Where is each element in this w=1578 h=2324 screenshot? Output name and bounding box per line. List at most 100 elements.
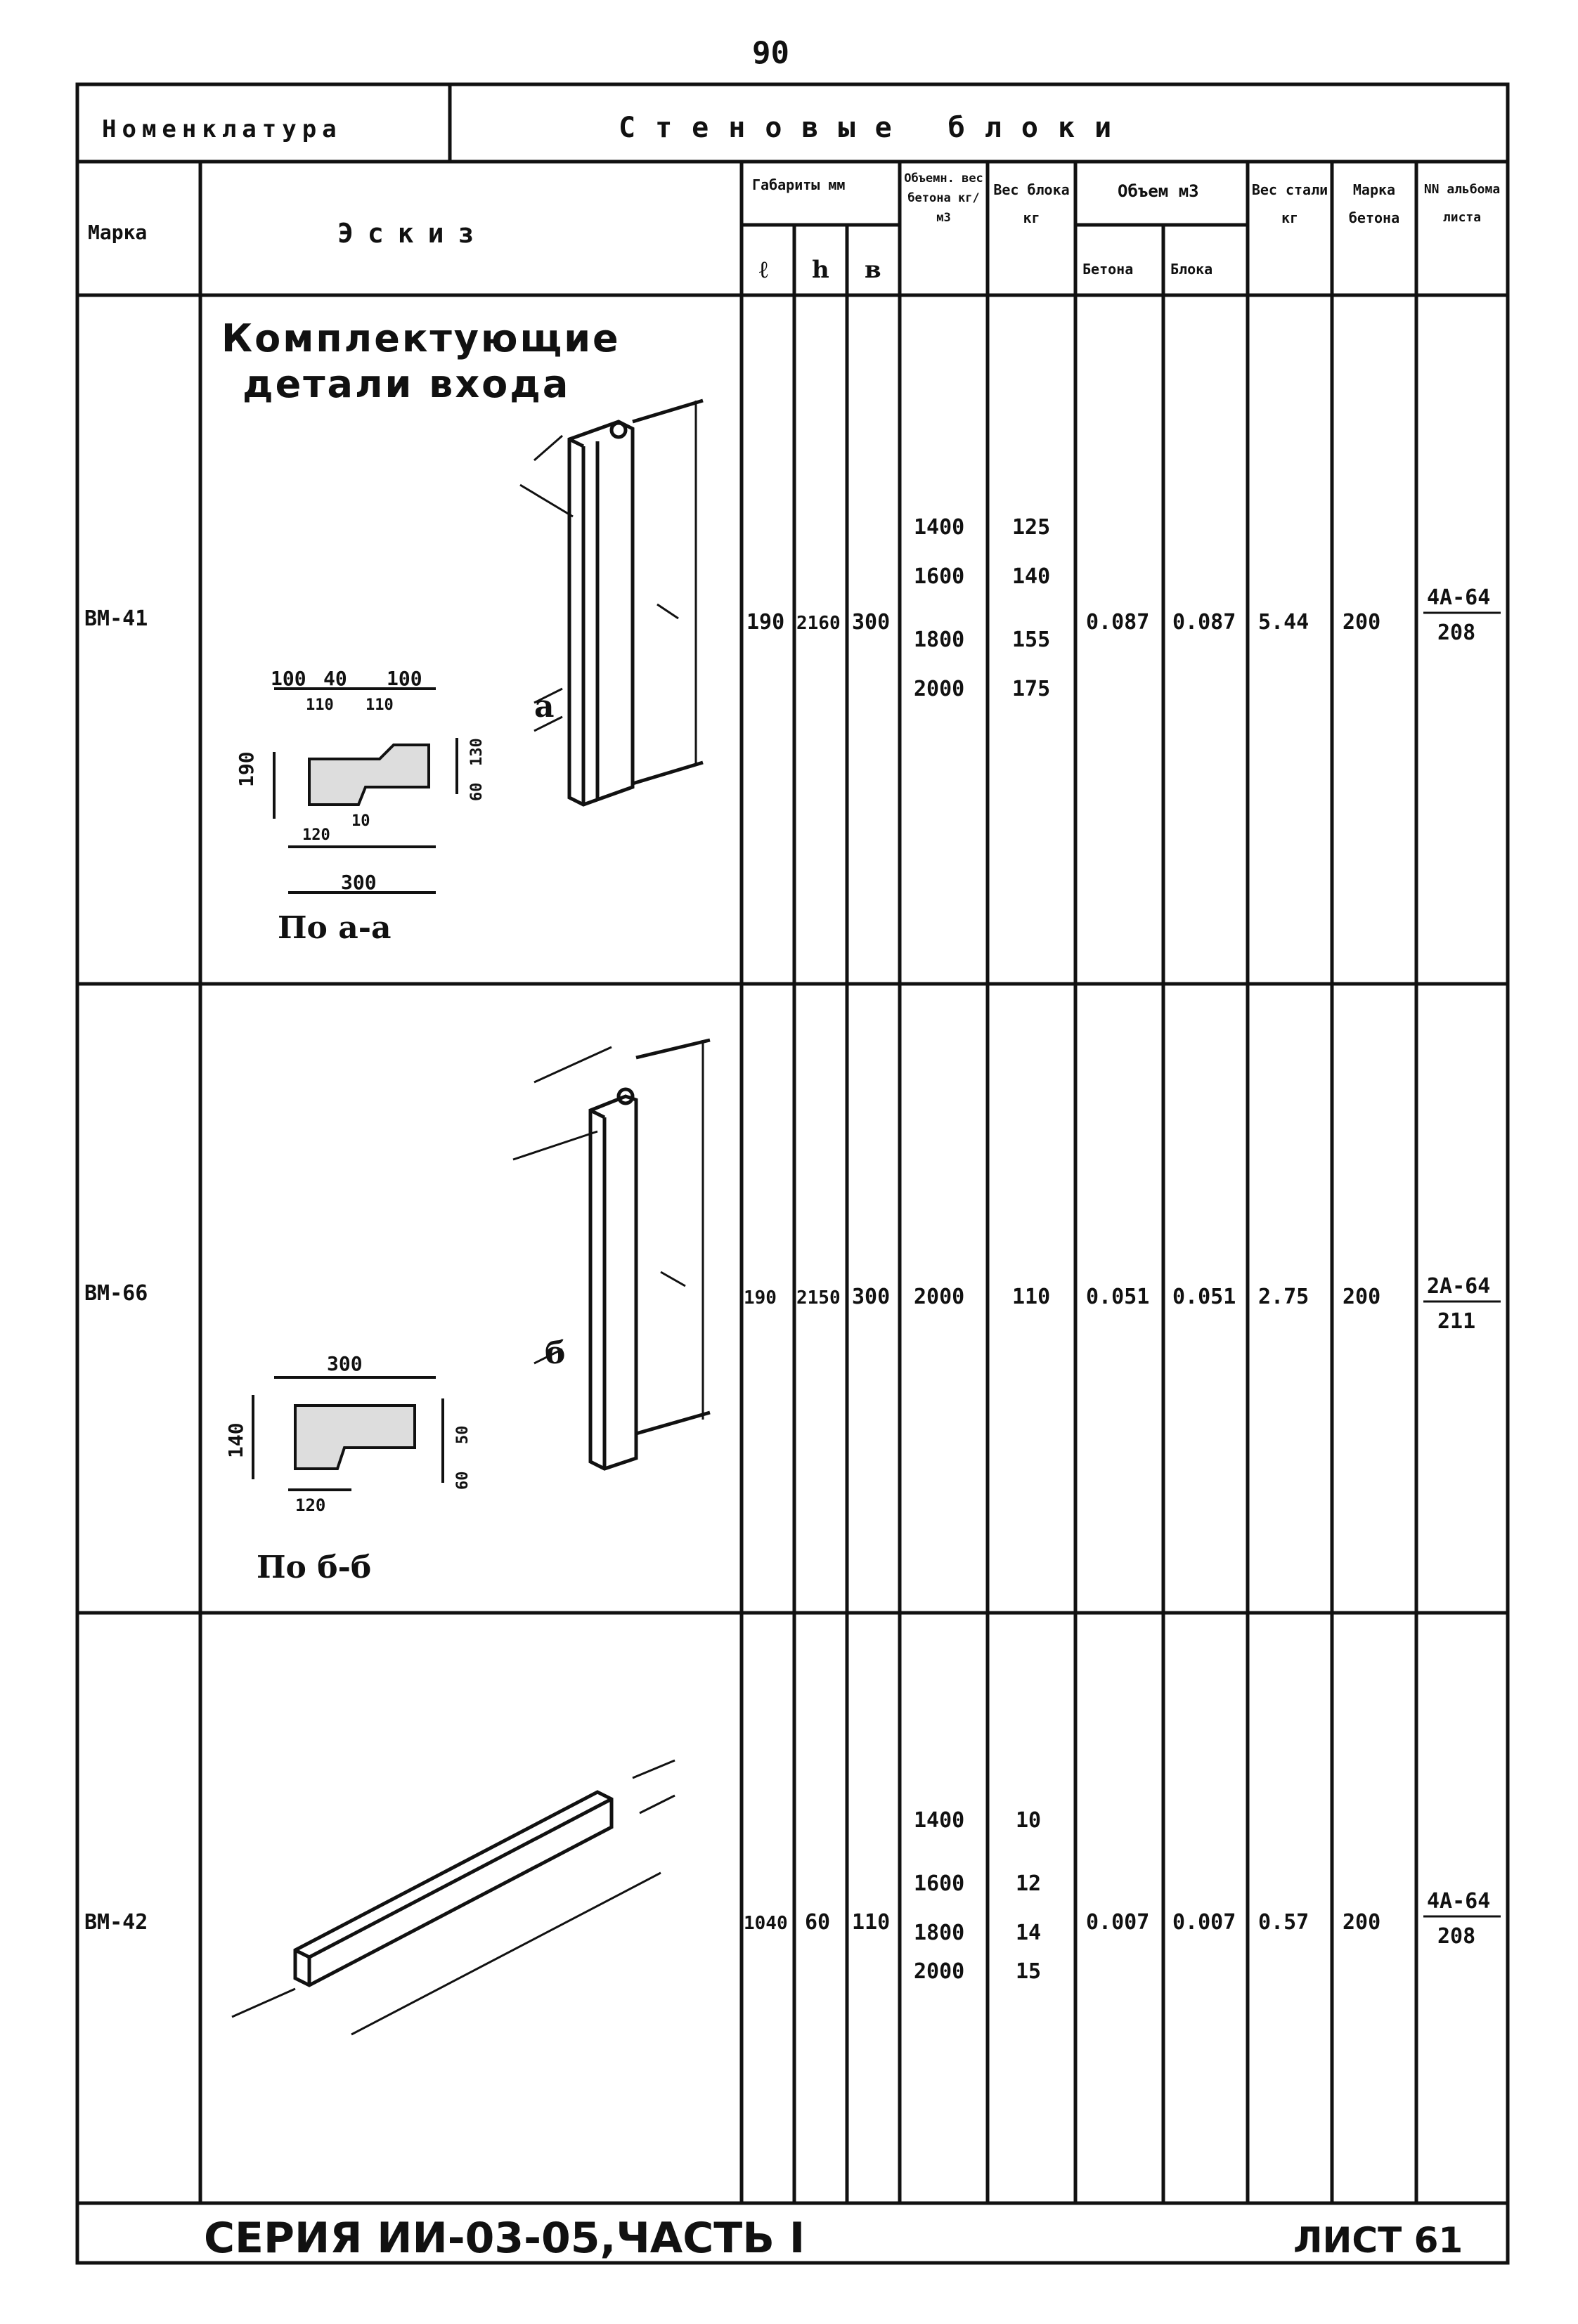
row-mark: ВМ-41 bbox=[84, 606, 148, 631]
beam-block-sketch bbox=[231, 1759, 675, 2036]
page-number: 90 bbox=[752, 35, 789, 71]
col-nn: NN альбома листа bbox=[1423, 182, 1501, 225]
cell-marka-betona: 200 bbox=[1343, 1285, 1380, 1309]
section-dim: 110 bbox=[306, 696, 334, 714]
col-ves-stali-box: Вес стали кг bbox=[1251, 181, 1328, 226]
section-dim: 300 bbox=[341, 871, 377, 894]
cell-ob-ves: 1600 bbox=[914, 564, 964, 589]
cell-album: 4А-64 bbox=[1427, 1889, 1490, 1914]
section-dim: 190 bbox=[235, 751, 258, 787]
section-dim: 40 bbox=[323, 667, 347, 690]
section-dim: 120 bbox=[295, 1495, 325, 1515]
cell-h: 2150 bbox=[796, 1287, 841, 1309]
cell-ves-stali: 0.57 bbox=[1258, 1910, 1309, 1935]
cell-ob-ves: 2000 bbox=[914, 1959, 964, 1984]
col-ob-ves: Объемн. вес бетона кг/м3 bbox=[904, 171, 983, 225]
row-mark: ВМ-42 bbox=[84, 1910, 148, 1935]
cell-ves-bloka: 175 bbox=[1012, 677, 1050, 701]
cell-obem-bloka: 0.087 bbox=[1172, 610, 1236, 635]
column-block-sketch bbox=[519, 398, 704, 807]
cell-ob-ves: 1400 bbox=[914, 515, 964, 540]
col-ves-bloka: Вес блока кг bbox=[993, 181, 1070, 226]
cell-h: 2160 bbox=[796, 613, 841, 634]
col-obem-bloka: Блока bbox=[1170, 261, 1212, 278]
cell-ob-ves: 2000 bbox=[914, 677, 964, 701]
cell-l: 190 bbox=[746, 610, 784, 635]
table-row: ВМ-66 190 2150 300 2000 110 0.051 0.051 … bbox=[84, 1038, 1501, 1585]
section-label: По а-а bbox=[278, 910, 392, 946]
col-marka-betona: Марка бетона bbox=[1348, 181, 1400, 226]
section-dim: 110 bbox=[366, 696, 394, 714]
cell-obem-bloka: 0.007 bbox=[1172, 1910, 1236, 1935]
cell-ves-bloka: 15 bbox=[1016, 1959, 1041, 1984]
cell-ves-bloka: 110 bbox=[1012, 1285, 1050, 1309]
section-dim: 10 bbox=[351, 812, 370, 830]
col-l: ℓ bbox=[759, 256, 768, 284]
table-frame bbox=[75, 82, 1510, 2265]
cell-ves-stali: 2.75 bbox=[1258, 1285, 1309, 1309]
cell-ves-stali: 5.44 bbox=[1258, 610, 1309, 635]
section-profile bbox=[252, 1376, 444, 1491]
cell-sheet: 211 bbox=[1437, 1309, 1475, 1334]
cell-ves-bloka: 125 bbox=[1012, 515, 1050, 540]
cell-marka-betona: 200 bbox=[1343, 1910, 1380, 1935]
cell-obem-bloka: 0.051 bbox=[1172, 1285, 1236, 1309]
cell-obem-betona: 0.087 bbox=[1086, 610, 1149, 635]
col-obem: Объем м3 bbox=[1118, 181, 1199, 201]
nomenclature-label: Номенклатура bbox=[102, 115, 342, 143]
section-dim: 300 bbox=[327, 1352, 363, 1375]
sketch-title-1: Комплектующие bbox=[221, 316, 621, 361]
cell-l: 1040 bbox=[744, 1913, 788, 1934]
col-gabarity: Габариты мм bbox=[752, 176, 845, 193]
col-b: в bbox=[865, 256, 881, 284]
section-dim: 140 bbox=[224, 1422, 247, 1458]
cell-l: 190 bbox=[744, 1287, 777, 1309]
cell-ob-ves: 1400 bbox=[914, 1808, 964, 1833]
section-label: По б-б bbox=[257, 1550, 371, 1585]
cell-ves-bloka: 155 bbox=[1012, 628, 1050, 652]
section-dim: 60 bbox=[468, 783, 486, 802]
cell-ob-ves: 1600 bbox=[914, 1871, 964, 1896]
section-dim: 100 bbox=[387, 667, 422, 690]
row-mark: ВМ-66 bbox=[84, 1281, 148, 1306]
col-marka-betona-box: Марка бетона bbox=[1348, 181, 1400, 226]
col-eskiz: Эскиз bbox=[337, 218, 488, 249]
section-profile bbox=[273, 687, 458, 894]
cell-album: 4А-64 bbox=[1427, 585, 1490, 610]
col-ves-bloka-box: Вес блока кг bbox=[993, 181, 1070, 226]
col-obem-betona: Бетона bbox=[1082, 261, 1133, 278]
cell-ves-bloka: 12 bbox=[1016, 1871, 1041, 1896]
cell-sheet: 208 bbox=[1437, 1924, 1475, 1949]
col-h: h bbox=[812, 256, 829, 284]
cell-album: 2А-64 bbox=[1427, 1274, 1490, 1299]
cut-mark: а bbox=[534, 689, 555, 725]
table-row: ВМ-42 1040 60 110 1400 1600 1800 2000 10… bbox=[84, 1759, 1501, 2036]
cut-mark: б bbox=[545, 1335, 565, 1371]
col-nn-box: NN альбома листа bbox=[1423, 182, 1501, 225]
section-dim: 120 bbox=[302, 826, 330, 844]
column-block-sketch bbox=[512, 1038, 711, 1471]
sketch-title-2: детали входа bbox=[242, 362, 570, 406]
cell-b: 300 bbox=[852, 610, 890, 635]
col-marka: Марка bbox=[88, 221, 147, 244]
cell-ves-bloka: 140 bbox=[1012, 564, 1050, 589]
cell-h: 60 bbox=[805, 1910, 830, 1935]
cell-ob-ves: 1800 bbox=[914, 1921, 964, 1945]
cell-obem-betona: 0.051 bbox=[1086, 1285, 1149, 1309]
footer-series: СЕРИЯ ИИ-03-05,ЧАСТЬ I bbox=[204, 2214, 805, 2263]
cell-ves-bloka: 10 bbox=[1016, 1808, 1041, 1833]
cell-marka-betona: 200 bbox=[1343, 610, 1380, 635]
cell-ob-ves: 1800 bbox=[914, 628, 964, 652]
cell-ob-ves: 2000 bbox=[914, 1285, 964, 1309]
cell-b: 300 bbox=[852, 1285, 890, 1309]
section-dim: 130 bbox=[468, 738, 486, 766]
col-ob-ves-box: Объемн. вес бетона кг/м3 bbox=[904, 171, 983, 225]
cell-b: 110 bbox=[852, 1910, 890, 1935]
cell-ves-bloka: 14 bbox=[1016, 1921, 1041, 1945]
section-dim: 50 bbox=[454, 1426, 472, 1445]
col-ves-stali: Вес стали кг bbox=[1251, 181, 1328, 226]
section-dim: 100 bbox=[271, 667, 306, 690]
section-dim: 60 bbox=[454, 1472, 472, 1491]
cell-sheet: 208 bbox=[1437, 621, 1475, 645]
